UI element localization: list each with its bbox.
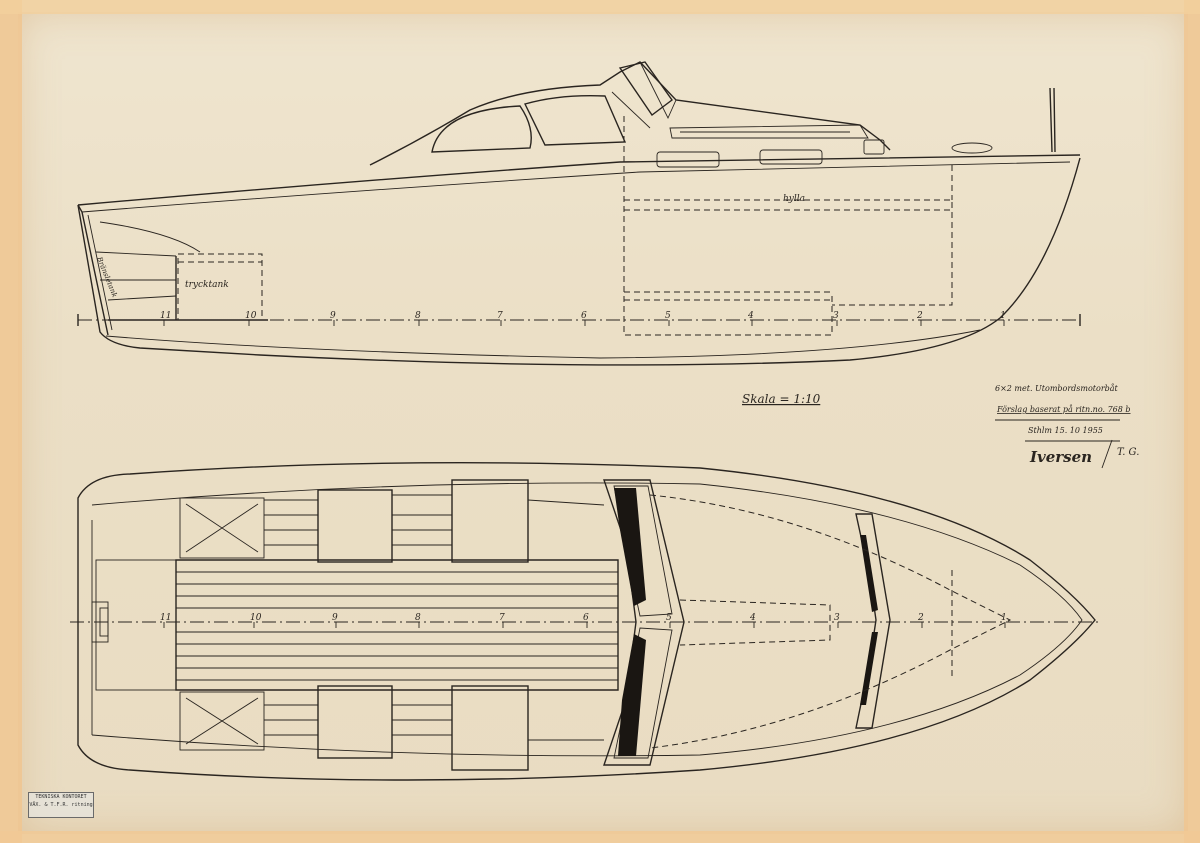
plan-view (70, 462, 1100, 781)
title-line-1: 6×2 met. Utombordsmotorbåt (995, 384, 1119, 393)
plan-station-numbers: 11 10 9 8 7 6 5 4 3 2 1 (160, 613, 1007, 628)
archive-stamp: TEKNISKA KONTORET VÄX. & T.F.R. ritning (28, 792, 94, 818)
side-station-4: 4 (747, 311, 754, 321)
side-station-9: 9 (330, 311, 336, 321)
plan-station-3: 3 (834, 613, 840, 623)
plan-station-7: 7 (499, 613, 505, 623)
stamp-line-2: VÄX. & T.F.R. ritning (29, 802, 93, 808)
title-line-3: Sthlm 15. 10 1955 (1028, 426, 1103, 435)
plan-station-8: 8 (415, 613, 421, 623)
plan-station-11: 11 (160, 613, 171, 623)
title-block: 6×2 met. Utombordsmotorbåt Förslag baser… (995, 384, 1139, 469)
side-station-10: 10 (245, 311, 257, 321)
side-station-5: 5 (665, 311, 671, 321)
plan-station-4: 4 (749, 613, 756, 623)
plan-station-9: 9 (332, 613, 338, 623)
side-station-2: 2 (916, 311, 923, 321)
side-station-11: 11 (160, 311, 171, 321)
side-station-8: 8 (415, 311, 421, 321)
plan-station-10: 10 (250, 613, 262, 623)
shelf-label: hylla (783, 194, 805, 204)
plan-station-1: 1 (1001, 613, 1007, 623)
side-station-numbers: 11 10 9 8 7 6 5 4 3 2 1 (160, 311, 1006, 326)
plan-station-6: 6 (583, 613, 589, 623)
tape-top (0, 0, 1200, 14)
initials: T. G. (1117, 447, 1139, 458)
tape-right (1184, 0, 1200, 843)
side-view (77, 61, 1081, 366)
side-station-7: 7 (497, 311, 503, 321)
side-station-1: 1 (1000, 311, 1006, 321)
side-station-3: 3 (833, 311, 839, 321)
tank-label: trycktank (185, 280, 229, 290)
scale-label: Skala = 1:10 (742, 392, 821, 406)
tape-left (0, 0, 22, 843)
signature: Iversen (1029, 448, 1092, 466)
plan-station-2: 2 (917, 613, 924, 623)
side-station-6: 6 (581, 311, 587, 321)
title-line-2: Förslag baserat på ritn.no. 768 b (996, 405, 1131, 414)
paper-background (18, 12, 1188, 834)
stamp-line-1: TEKNISKA KONTORET (35, 794, 87, 800)
tape-bottom (0, 831, 1200, 843)
plan-station-5: 5 (666, 613, 672, 623)
floor-boards (176, 571, 618, 681)
